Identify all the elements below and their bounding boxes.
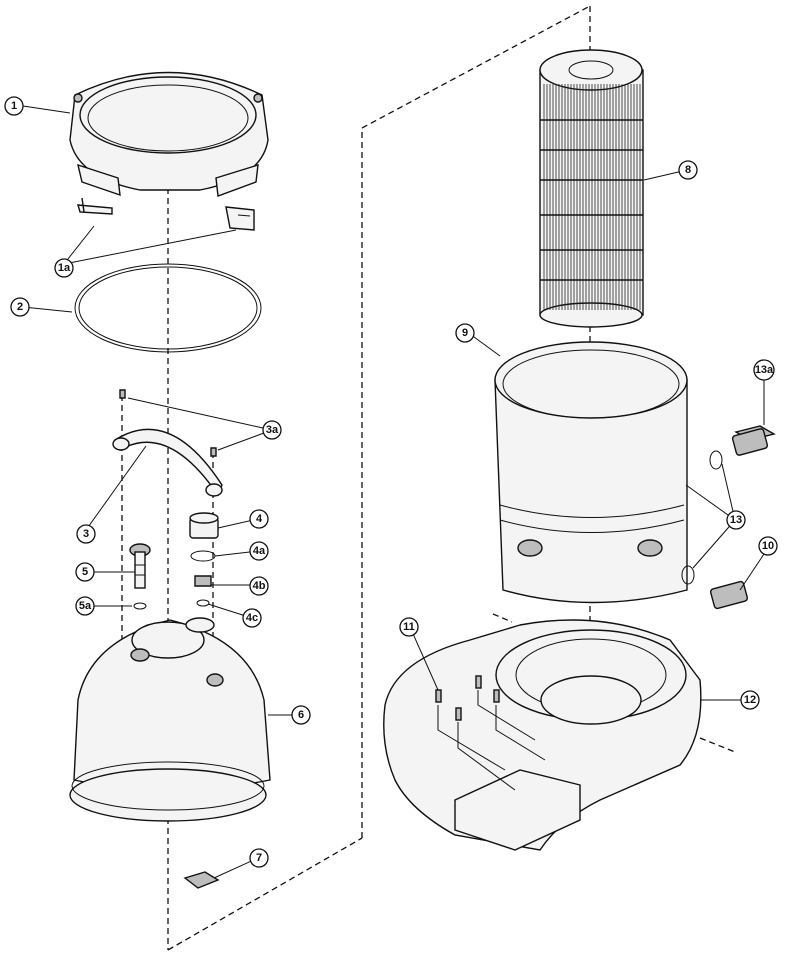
svg-text:7: 7 — [256, 852, 262, 864]
ring-clips-part — [77, 197, 255, 231]
callout-3: 3 — [76, 524, 96, 544]
o-ring-part — [74, 263, 262, 353]
gauge-o-ring-part — [190, 550, 216, 562]
base-screws-part — [435, 675, 546, 791]
filter-base-part — [383, 619, 702, 851]
callout-7: 7 — [249, 848, 269, 868]
adapter-o-ring-part — [196, 599, 210, 607]
svg-text:5: 5 — [82, 566, 88, 578]
svg-text:4b: 4b — [253, 580, 266, 592]
svg-text:3: 3 — [83, 528, 89, 540]
svg-text:4a: 4a — [253, 545, 266, 557]
svg-text:4: 4 — [256, 513, 263, 525]
inlet-fitting-part — [731, 425, 776, 456]
svg-text:1a: 1a — [58, 262, 71, 274]
callout-5: 5 — [75, 562, 95, 582]
svg-text:3a: 3a — [266, 424, 279, 436]
callout-13: 13 — [726, 510, 746, 530]
callout-4c: 4c — [242, 608, 262, 628]
callout-10: 10 — [758, 536, 778, 556]
callout-2: 2 — [10, 297, 30, 317]
callout-12: 12 — [740, 690, 760, 710]
handle-screws-part — [119, 389, 217, 457]
callout-5a: 5a — [75, 596, 95, 616]
pressure-gauge-part — [189, 512, 219, 539]
svg-text:2: 2 — [17, 301, 23, 313]
svg-text:9: 9 — [462, 327, 468, 339]
callout-4a: 4a — [249, 541, 269, 561]
valve-o-ring-part — [133, 602, 147, 610]
callout-4: 4 — [249, 509, 269, 529]
fitting-o-rings-part — [681, 450, 723, 585]
callout-9: 9 — [455, 323, 475, 343]
svg-text:4c: 4c — [246, 612, 258, 624]
svg-text:13: 13 — [730, 514, 742, 526]
cartridge-element-part — [539, 49, 644, 328]
svg-text:11: 11 — [403, 621, 415, 633]
svg-text:8: 8 — [685, 164, 691, 176]
callout-11: 11 — [399, 617, 419, 637]
filter-housing-part — [494, 341, 688, 604]
gauge-adapter-part — [194, 575, 212, 587]
svg-text:1: 1 — [11, 100, 17, 112]
svg-text:13a: 13a — [755, 364, 774, 376]
tank-lid-part — [69, 617, 271, 822]
callout-4b: 4b — [249, 576, 269, 596]
svg-text:12: 12 — [744, 694, 756, 706]
svg-text:6: 6 — [298, 709, 304, 721]
svg-text:5a: 5a — [79, 600, 92, 612]
drain-cap-part — [183, 871, 220, 889]
locking-ring-part — [69, 71, 269, 197]
callout-8: 8 — [678, 160, 698, 180]
callout-3a: 3a — [262, 420, 282, 440]
svg-text:10: 10 — [762, 540, 774, 552]
handle-part — [112, 428, 223, 497]
callout-13a: 13a — [753, 359, 775, 381]
callout-1: 1 — [4, 96, 24, 116]
callout-1a: 1a — [54, 258, 74, 278]
callout-6: 6 — [291, 705, 311, 725]
air-relief-valve-part — [129, 543, 151, 589]
outlet-fitting-part — [709, 580, 749, 610]
